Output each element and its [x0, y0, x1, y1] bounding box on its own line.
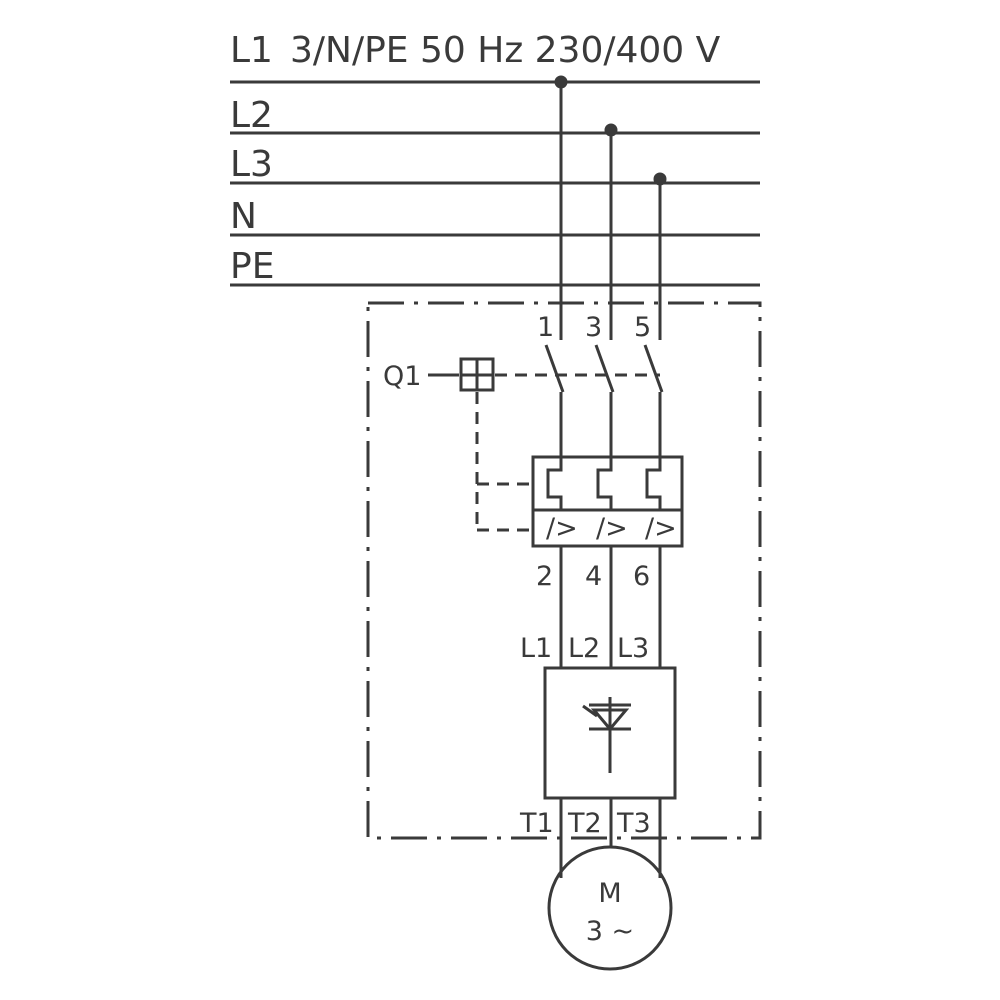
operating-handle-icon [459, 357, 495, 392]
controller-input-l1: L1 [520, 633, 552, 664]
trip-unit-box [531, 455, 684, 548]
controller-output-t1: T1 [519, 808, 554, 839]
breaker-designation: Q1 [383, 361, 421, 392]
motor-symbol [547, 845, 673, 971]
overload-symbol-5: /> [645, 513, 677, 544]
terminal-4: 4 [585, 561, 602, 592]
controller-output-t3: T3 [616, 808, 651, 839]
thermal-element-3 [596, 457, 613, 510]
thyristor-icon [582, 697, 631, 773]
terminal-5: 5 [634, 312, 651, 343]
thermal-element-1 [546, 457, 563, 510]
thermal-element-5 [645, 457, 662, 510]
terminal-6: 6 [633, 561, 650, 592]
switch-contact-5 [643, 344, 664, 393]
controller-input-l3: L3 [617, 633, 649, 664]
bus-label-l3: L3 [230, 144, 273, 185]
switch-contacts [544, 344, 664, 457]
bus-label-l2: L2 [230, 95, 273, 136]
bus-label-l1: L1 [230, 30, 273, 71]
enclosure-boundary [366, 301, 762, 840]
switch-contact-1 [544, 344, 565, 393]
bus-label-pe: PE [230, 246, 274, 287]
overload-symbol-3: /> [596, 513, 628, 544]
supply-bus [230, 80, 760, 287]
switch-contact-3 [594, 344, 615, 393]
supply-spec: 3/N/PE 50 Hz 230/400 V [290, 30, 721, 71]
controller-output-t2: T2 [567, 808, 602, 839]
trip-unit: /> /> /> [531, 455, 684, 548]
terminal-2: 2 [536, 561, 553, 592]
terminal-3: 3 [585, 312, 602, 343]
bus-label-n: N [230, 196, 257, 237]
controller-input-l2: L2 [568, 633, 600, 664]
motor-phases: 3 ~ [586, 916, 634, 947]
terminal-1: 1 [537, 312, 554, 343]
motor-label: M [598, 878, 621, 909]
overload-symbol-1: /> [546, 513, 578, 544]
